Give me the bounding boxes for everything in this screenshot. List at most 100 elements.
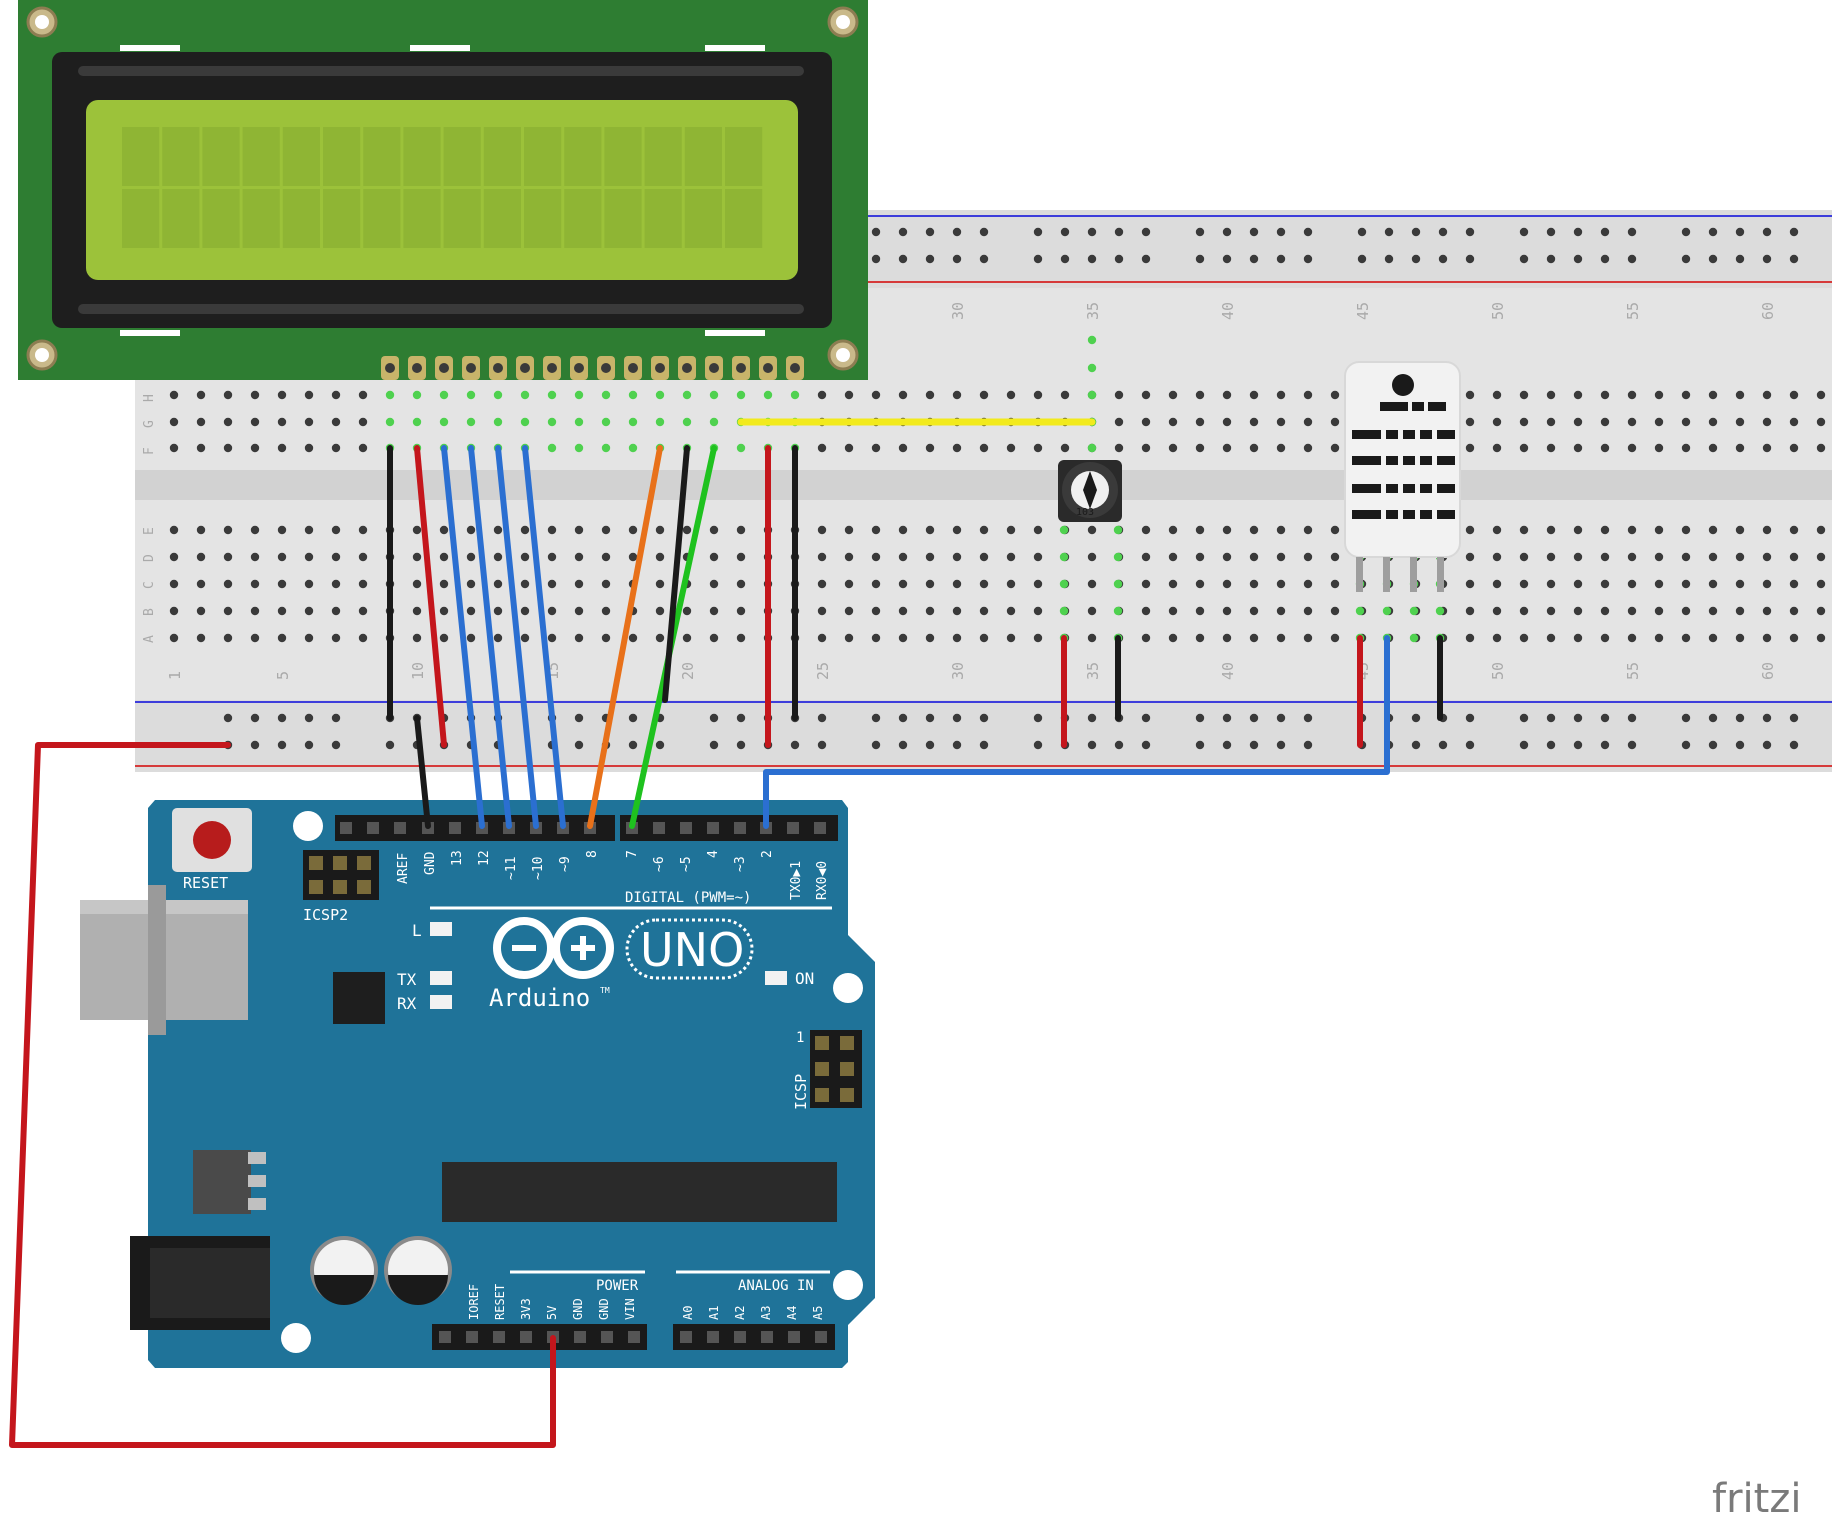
breadboard-hole: [1681, 443, 1691, 453]
breadboard-hole: [898, 579, 908, 589]
breadboard-hole: [1735, 443, 1745, 453]
rail-hole: [655, 740, 665, 750]
breadboard-hole: [709, 579, 719, 589]
rail-hole: [1033, 713, 1043, 723]
digital-section-label: DIGITAL (PWM=~): [625, 890, 751, 906]
header-pin: [439, 1331, 451, 1343]
rail-hole: [817, 740, 827, 750]
rail-hole: [1249, 227, 1259, 237]
breadboard-hole: [1519, 417, 1529, 427]
col-number: 1: [166, 671, 184, 680]
tx-label: TX: [397, 970, 417, 989]
breadboard-hole: [331, 606, 341, 616]
breadboard-hole: [736, 390, 746, 400]
breadboard-hole: [1465, 606, 1475, 616]
rail-hole: [1789, 227, 1799, 237]
rail-hole: [952, 254, 962, 264]
rail-hole: [1195, 713, 1205, 723]
breadboard-hole: [1789, 552, 1799, 562]
breadboard-hole: [385, 390, 395, 400]
lcd-character-cell: [684, 127, 722, 186]
row-letter: F: [142, 447, 157, 455]
sensor-vent: [1386, 510, 1398, 519]
header-pin: [574, 1331, 586, 1343]
breadboard-hole: [1195, 443, 1205, 453]
breadboard-hole: [1249, 633, 1259, 643]
rail-hole: [1384, 227, 1394, 237]
breadboard-hole: [871, 606, 881, 616]
breadboard-hole: [520, 552, 530, 562]
breadboard-hole: [1330, 552, 1340, 562]
breadboard-hole: [412, 390, 422, 400]
breadboard-hole: [250, 633, 260, 643]
breadboard-top-rail: [868, 210, 1832, 288]
breadboard-hole: [709, 552, 719, 562]
header-pin: [466, 1331, 478, 1343]
breadboard-hole: [1492, 417, 1502, 427]
breadboard-hole: [277, 552, 287, 562]
uno-badge: [625, 918, 754, 980]
breadboard-hole: [1033, 390, 1043, 400]
rail-hole: [1546, 713, 1556, 723]
lcd-character-cell: [282, 127, 320, 186]
row-letter: D: [142, 554, 157, 562]
breadboard-hole: [412, 417, 422, 427]
breadboard-hole: [1087, 633, 1097, 643]
rail-hole: [1735, 227, 1745, 237]
rail-hole: [1789, 254, 1799, 264]
rail-hole: [952, 740, 962, 750]
breadboard-hole: [169, 390, 179, 400]
header-pin: [601, 1331, 613, 1343]
breadboard-hole: [439, 606, 449, 616]
breadboard-hole: [1087, 390, 1097, 400]
power-section-label: POWER: [596, 1278, 639, 1294]
rail-hole: [1033, 227, 1043, 237]
breadboard-hole: [1492, 606, 1502, 616]
pin-label: ~3: [733, 856, 748, 872]
power-pin-labels: IOREF RESET 3V3 5V GND GND VIN: [467, 1284, 637, 1320]
lcd-character-cells: [122, 127, 763, 248]
breadboard-hole: [277, 390, 287, 400]
rail-hole: [1519, 740, 1529, 750]
breadboard-hole: [1654, 633, 1664, 643]
breadboard-hole: [1276, 525, 1286, 535]
header-pin: [814, 822, 826, 834]
rail-hole: [1789, 740, 1799, 750]
breadboard-hole: [1573, 443, 1583, 453]
breadboard-hole: [628, 525, 638, 535]
breadboard-hole: [898, 633, 908, 643]
breadboard-hole: [871, 579, 881, 589]
breadboard-hole: [1627, 633, 1637, 643]
breadboard-hole: [547, 633, 557, 643]
sensor-vent: [1403, 430, 1415, 439]
sensor-vent: [1386, 484, 1398, 493]
breadboard-hole: [1195, 390, 1205, 400]
lcd-character-cell: [242, 127, 280, 186]
breadboard-hole: [358, 552, 368, 562]
rail-hole: [1681, 227, 1691, 237]
breadboard-hole: [250, 579, 260, 589]
breadboard-hole: [1573, 552, 1583, 562]
rail-hole: [1573, 740, 1583, 750]
rail-hole: [1600, 740, 1610, 750]
breadboard-hole: [1006, 525, 1016, 535]
rail-hole: [1762, 227, 1772, 237]
breadboard-hole: [952, 552, 962, 562]
rail-hole: [979, 227, 989, 237]
header-pin: [367, 822, 379, 834]
breadboard-hole: [331, 390, 341, 400]
breadboard-hole: [574, 552, 584, 562]
breadboard-hole: [493, 417, 503, 427]
pin-label: RX0◀0: [815, 861, 830, 900]
pin-label: RESET: [493, 1284, 507, 1320]
breadboard-hole: [682, 633, 692, 643]
breadboard-hole: [169, 606, 179, 616]
breadboard-hole: [466, 633, 476, 643]
breadboard-hole: [1789, 633, 1799, 643]
breadboard-hole: [1060, 443, 1070, 453]
breadboard-hole: [1276, 417, 1286, 427]
rail-hole: [304, 713, 314, 723]
breadboard-hole: [196, 606, 206, 616]
sensor-vent: [1420, 510, 1432, 519]
breadboard-hole: [1330, 443, 1340, 453]
